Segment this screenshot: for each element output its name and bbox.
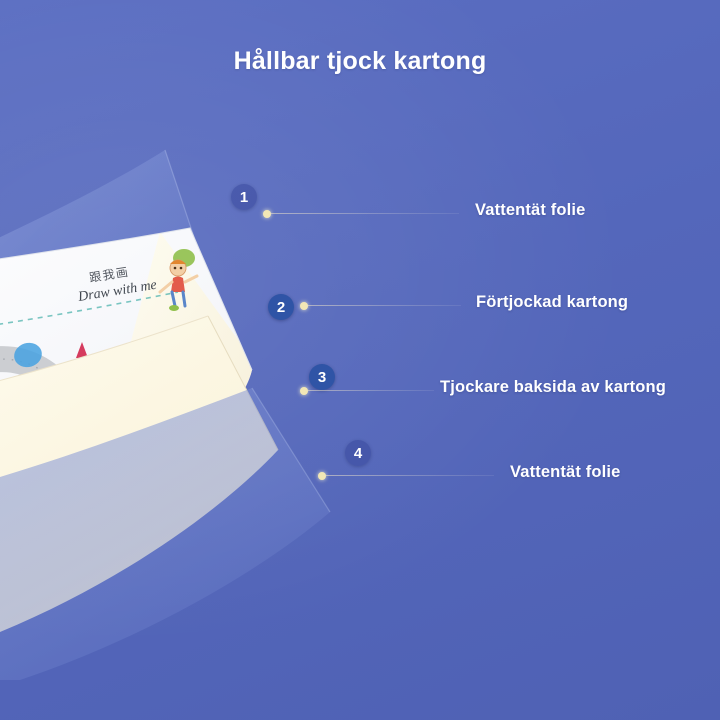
svg-text:跟我画: 跟我画 xyxy=(88,265,130,285)
callout-4-dot xyxy=(318,472,326,480)
layer-badge-3-number: 3 xyxy=(317,368,327,386)
layer-badge-4[interactable]: 4 xyxy=(345,440,371,466)
layer-badge-4-number: 4 xyxy=(353,444,363,462)
callout-4-label: Vattentät folie xyxy=(510,463,621,481)
product-illustration: 跟我画 Draw with me xyxy=(0,120,420,680)
callout-1-label: Vattentät folie xyxy=(475,201,586,219)
callout-3-dot xyxy=(300,387,308,395)
layer-badge-1[interactable]: 1 xyxy=(231,184,257,210)
layer-bottom-film xyxy=(0,120,420,680)
callout-2-dot xyxy=(300,302,308,310)
layer-badge-2[interactable]: 2 xyxy=(268,294,294,320)
layer-badge-2-number: 2 xyxy=(276,298,286,316)
callout-1-line xyxy=(269,213,459,214)
layer-badge-1-number: 1 xyxy=(239,188,249,206)
child-illustration xyxy=(158,249,199,311)
layer-badge-3[interactable]: 3 xyxy=(309,364,335,390)
callout-3-line xyxy=(306,390,434,391)
callout-1-dot xyxy=(263,210,271,218)
callout-4-line xyxy=(324,475,494,476)
callout-2-label: Förtjockad kartong xyxy=(476,293,629,311)
page-title: Hållbar tjock kartong xyxy=(233,47,487,75)
callout-2-line xyxy=(306,305,461,306)
callout-3-label: Tjockare baksida av kartong xyxy=(440,378,666,396)
